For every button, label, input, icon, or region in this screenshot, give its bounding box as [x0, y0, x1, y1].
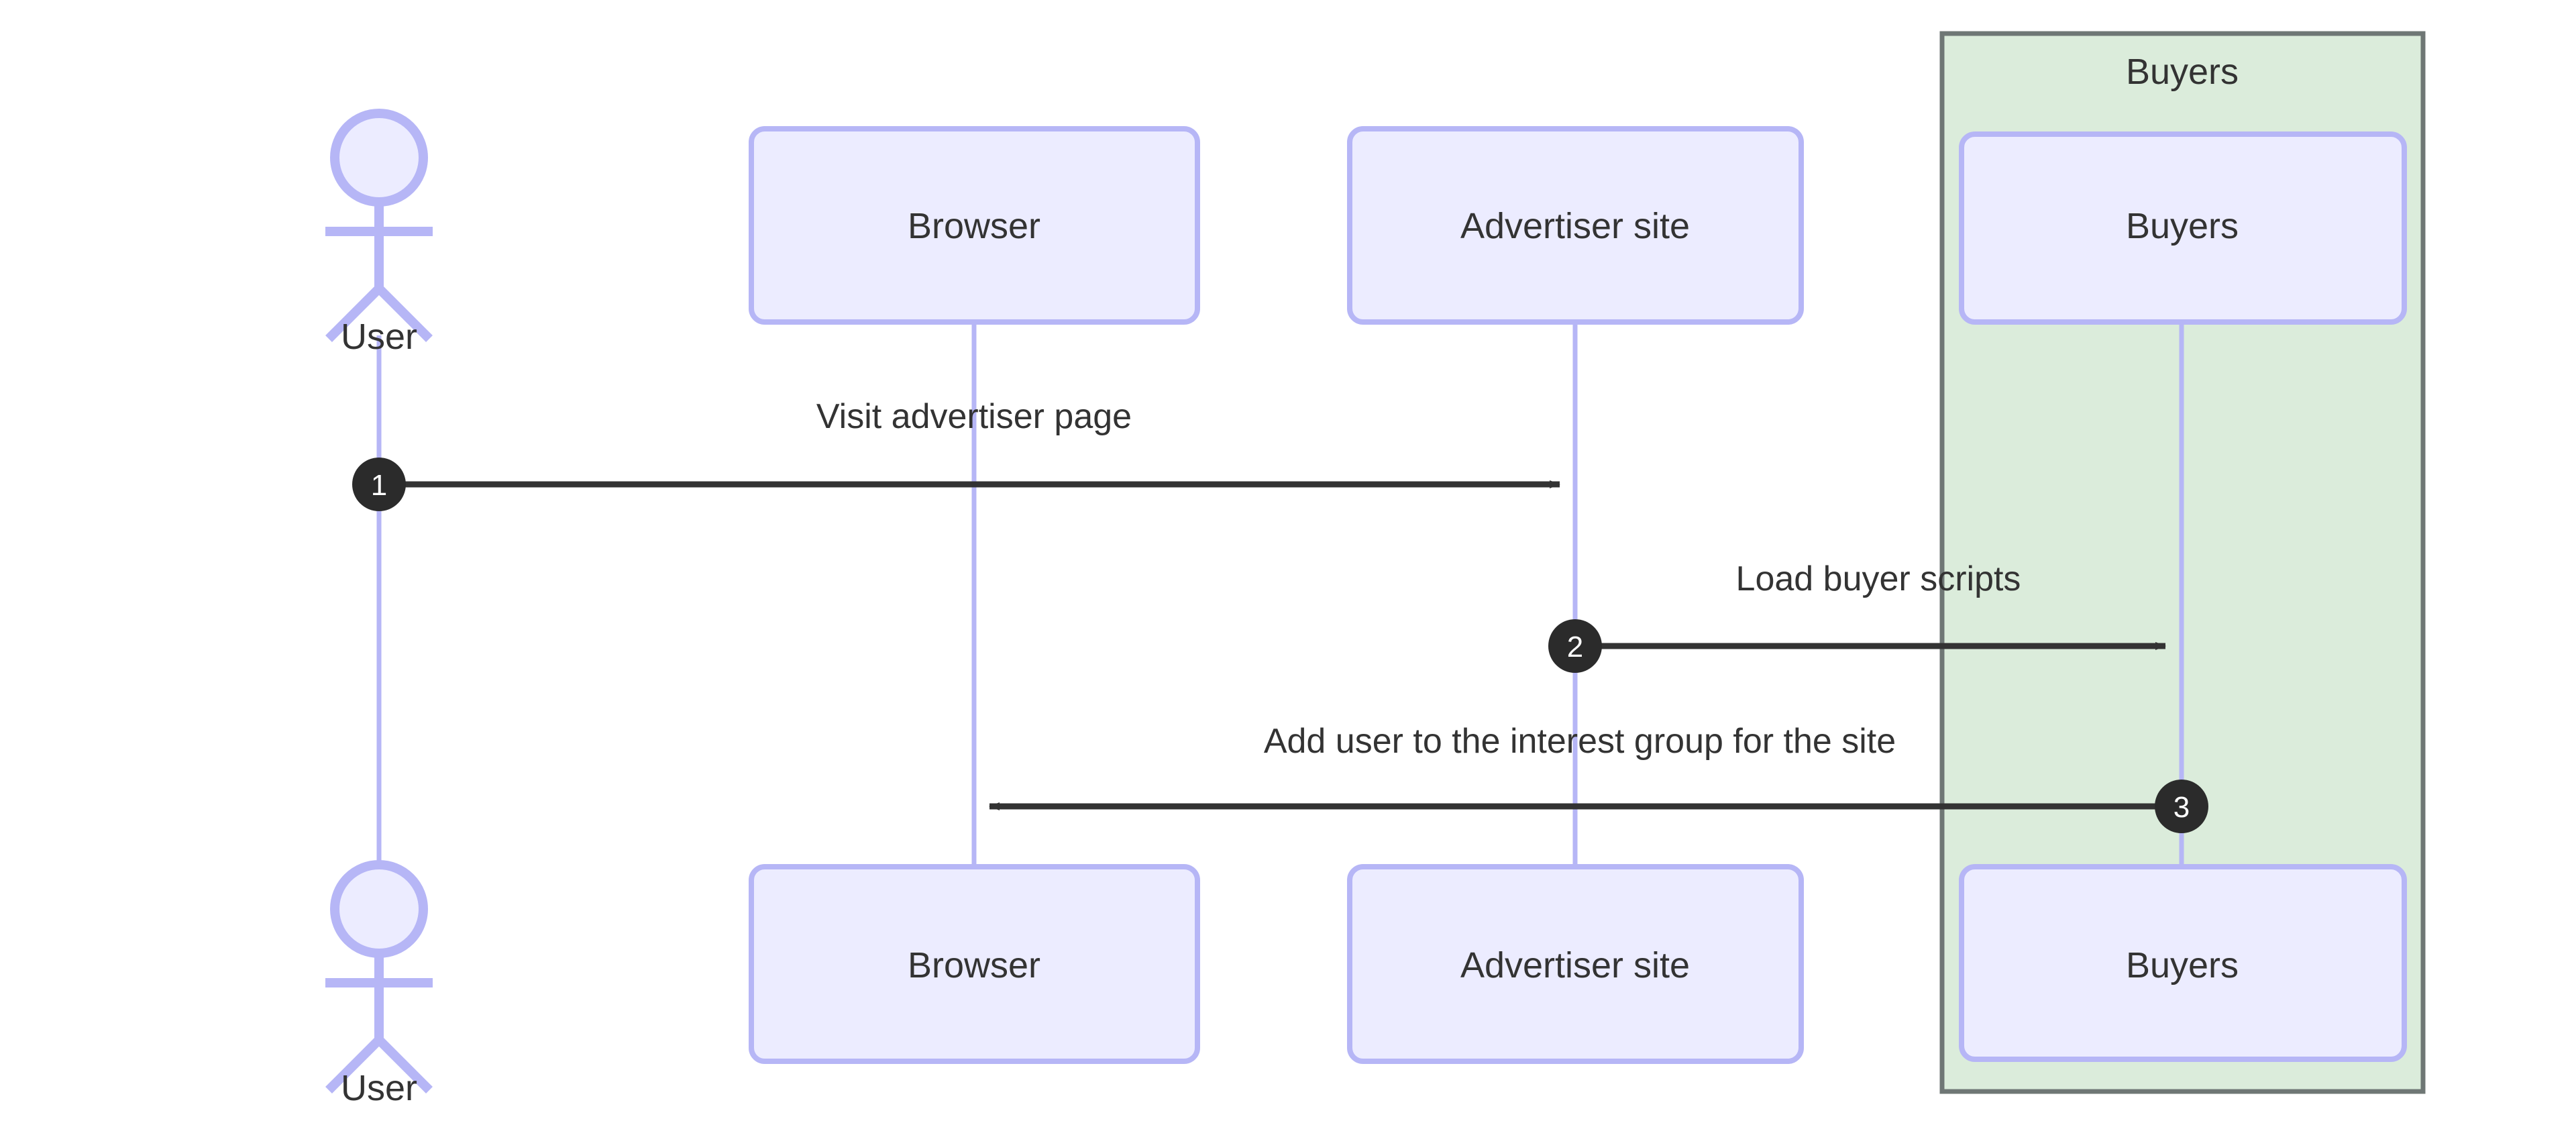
participant-browser-box-bottom: [749, 864, 1200, 1064]
message-3-label: Add user to the interest group for the s…: [1264, 722, 1896, 761]
message-3-marker: [2155, 780, 2208, 833]
actor-left-leg-line: [325, 1036, 382, 1093]
participant-browser-label-top: Browser: [908, 206, 1040, 246]
participant-browser-top[interactable]: Browser: [749, 126, 1200, 325]
participant-buyers-top[interactable]: Buyers: [1959, 131, 2407, 325]
actor-right-leg-line: [376, 285, 433, 342]
participant-advertiser-site-top[interactable]: Advertiser site: [1347, 126, 1804, 325]
actor-user-label-bottom: User: [341, 1068, 417, 1108]
actor-user-top[interactable]: User: [325, 109, 433, 357]
message-1-number: 1: [371, 469, 387, 502]
participant-buyers-label-bottom: Buyers: [2126, 945, 2239, 985]
message-2[interactable]: Load buyer scripts 2: [1548, 559, 2166, 673]
actor-right-leg-line: [376, 1036, 433, 1093]
message-1[interactable]: Visit advertiser page 1: [352, 397, 1560, 511]
participant-buyers-bottom[interactable]: Buyers: [1959, 864, 2407, 1062]
participant-buyers-label-top: Buyers: [2126, 206, 2239, 246]
actor-head-icon: [330, 109, 428, 207]
message-2-number: 2: [1567, 631, 1583, 663]
participant-buyers-box-bottom: [1959, 864, 2407, 1062]
message-1-label: Visit advertiser page: [816, 397, 1132, 436]
participant-browser-bottom[interactable]: Browser: [749, 864, 1200, 1064]
message-2-marker: [1548, 619, 1602, 673]
participant-advertiser-site-bottom[interactable]: Advertiser site: [1347, 864, 1804, 1064]
actor-left-leg-line: [325, 285, 382, 342]
participant-buyers-box-top: [1959, 131, 2407, 325]
actor-head-icon: [330, 860, 428, 958]
message-3[interactable]: Add user to the interest group for the s…: [989, 722, 2208, 833]
group-buyers-label: Buyers: [2126, 52, 2239, 92]
message-2-label: Load buyer scripts: [1736, 559, 2021, 598]
participant-advertiser-site-label-bottom: Advertiser site: [1460, 945, 1690, 985]
participant-advertiser-site-box-bottom: [1347, 864, 1804, 1064]
message-1-marker: [352, 458, 406, 511]
lifelines: [376, 322, 2184, 867]
message-3-number: 3: [2174, 791, 2190, 824]
actor-user-label-top: User: [341, 317, 417, 357]
participant-advertiser-site-label-top: Advertiser site: [1460, 206, 1690, 246]
participant-advertiser-site-box-top: [1347, 126, 1804, 325]
participant-browser-label-bottom: Browser: [908, 945, 1040, 985]
participant-browser-box-top: [749, 126, 1200, 325]
actor-user-bottom[interactable]: User: [325, 860, 433, 1108]
